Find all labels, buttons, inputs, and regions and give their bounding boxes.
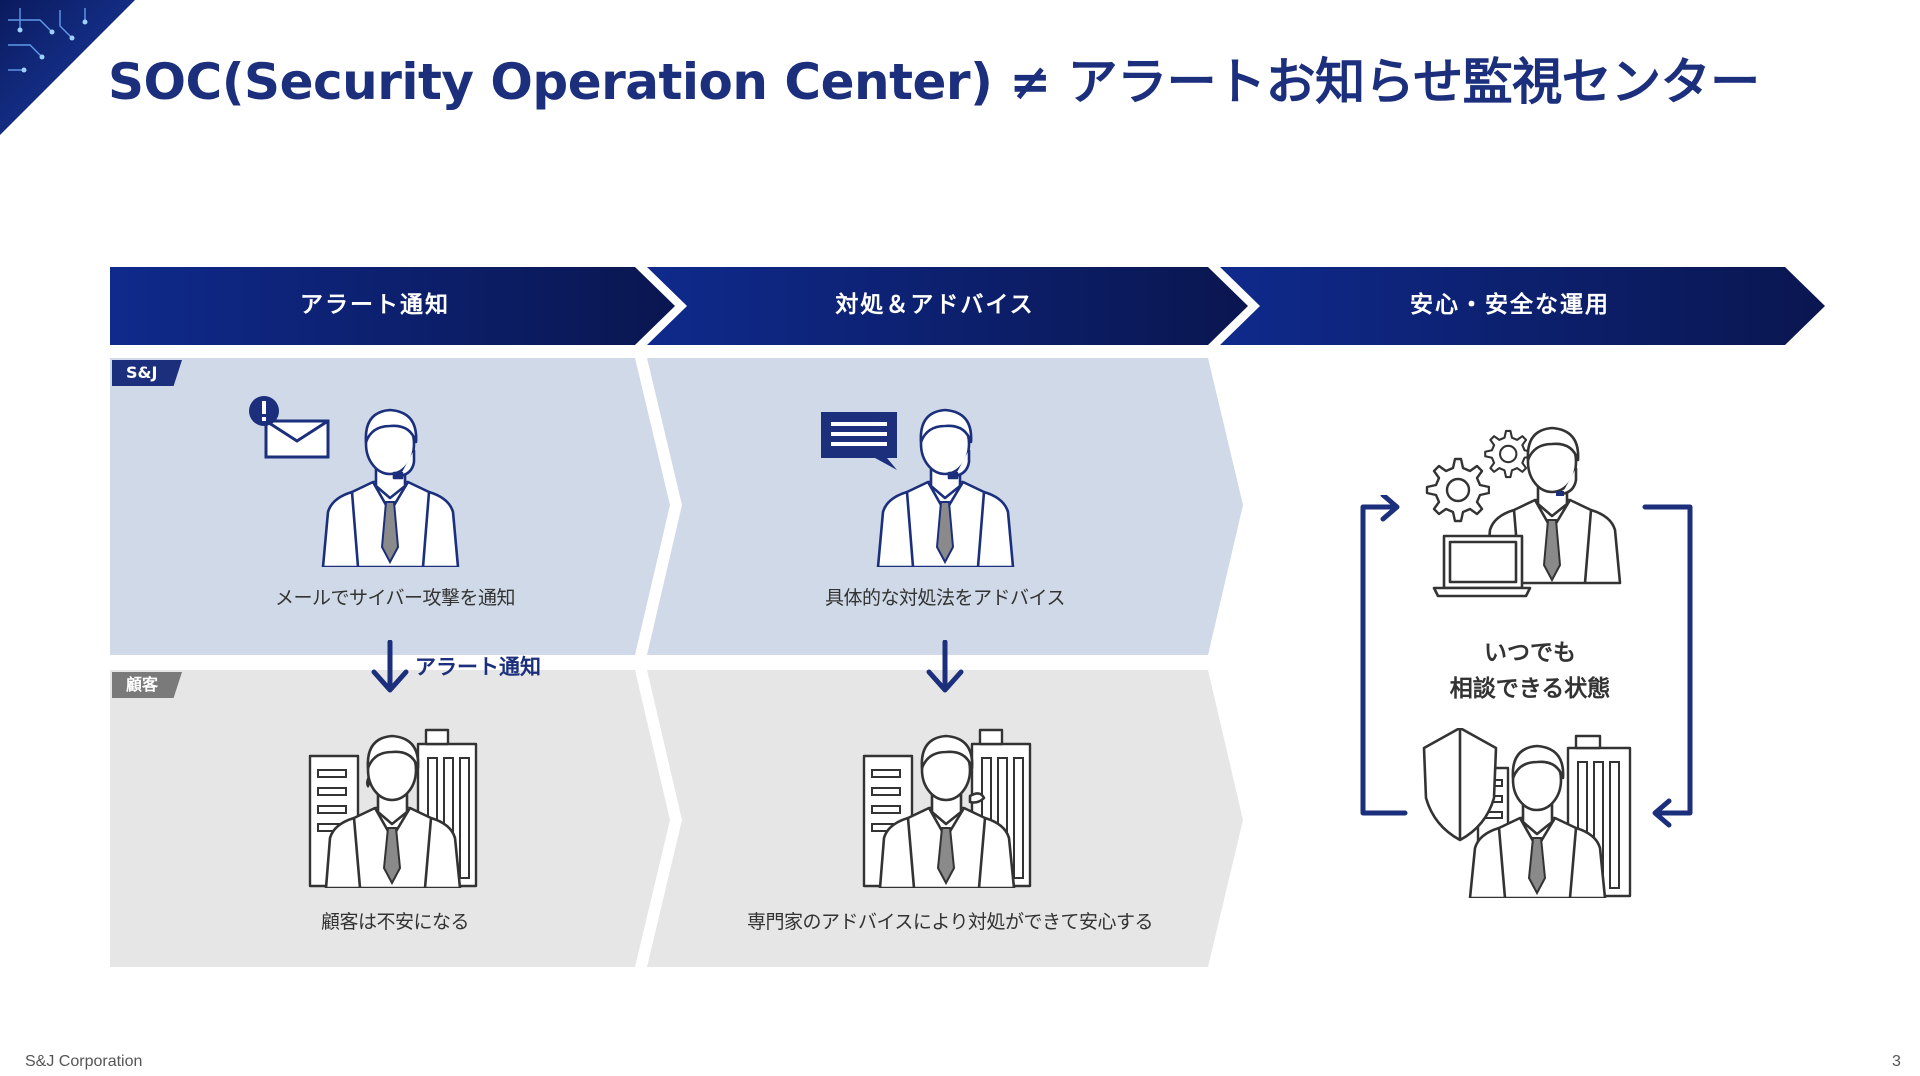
- stage-chevron-2: [647, 267, 1248, 345]
- alert-envelope-icon: [249, 396, 330, 459]
- stage-chevron-1: [110, 267, 675, 345]
- down-arrow-icon: [371, 640, 409, 693]
- alert-notice-label: アラート通知: [415, 655, 541, 679]
- provider-tag: S&J: [112, 360, 182, 386]
- page-title: SOC(Security Operation Center) ≠ アラートお知ら…: [108, 53, 1760, 111]
- stage-chevron-bar: [110, 267, 1825, 345]
- caption-provider-alert: メールでサイバー攻撃を通知: [274, 587, 516, 609]
- worried-customer-icon: [308, 728, 478, 888]
- corner-circuit-decoration: [0, 0, 135, 135]
- continuous-cycle-arrows: [1360, 495, 1693, 828]
- stage-chevron-3: [1220, 267, 1825, 345]
- secure-customer-with-shield-icon: [1422, 728, 1632, 898]
- operator-with-laptop-icon: [1432, 426, 1622, 598]
- customer-tag: 顧客: [112, 672, 182, 698]
- relieved-customer-icon: [862, 728, 1032, 888]
- stage-label-safe-operation: 安心・安全な運用: [1410, 292, 1610, 318]
- gear-icon: [1484, 429, 1532, 479]
- caption-customer-advice: 専門家のアドバイスにより対処ができて安心する: [746, 911, 1154, 933]
- result-text-line1: いつでも: [1484, 640, 1576, 666]
- result-text-line2: 相談できる状態: [1449, 676, 1611, 702]
- caption-customer-alert: 顧客は不安になる: [320, 911, 470, 933]
- page-number: 3: [1892, 1053, 1901, 1070]
- footer-company: S&J Corporation: [25, 1053, 143, 1070]
- operator-with-headset-icon: [876, 408, 1015, 567]
- gear-icon: [1425, 457, 1490, 523]
- stage-label-alert: アラート通知: [300, 292, 450, 318]
- caption-provider-advice: 具体的な対処法をアドバイス: [825, 587, 1065, 609]
- chat-bubble-icon: [821, 412, 897, 470]
- operator-with-headset-icon: [321, 408, 460, 567]
- down-arrow-icon: [926, 640, 964, 693]
- stage-label-advice: 対処＆アドバイス: [835, 292, 1035, 318]
